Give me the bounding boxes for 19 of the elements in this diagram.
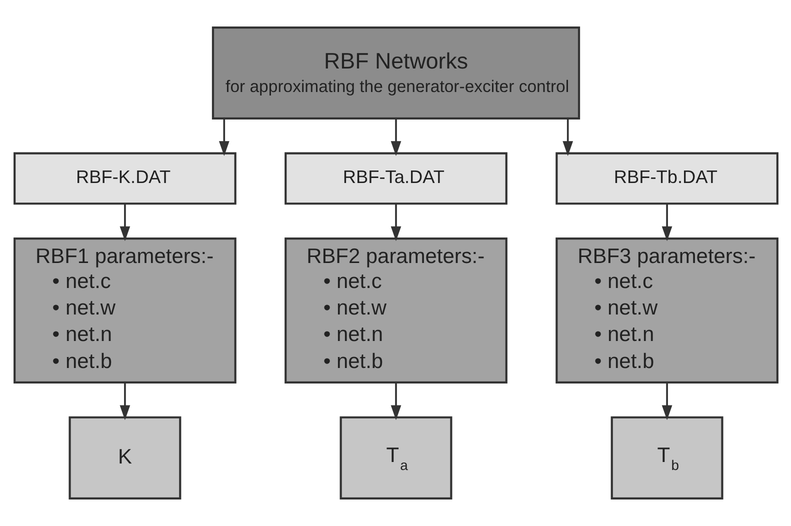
arrow (218, 118, 229, 156)
node-box: RBF2 parameters:- • net.c • net.w • net.n • net.b (284, 238, 507, 384)
arrow (390, 204, 401, 242)
arrow (390, 382, 401, 420)
node-box: RBF1 parameters:- • net.c • net.w • net.n • net.b (13, 238, 236, 384)
arrow (119, 382, 130, 420)
node-box: K (68, 416, 181, 500)
node-box: T$_{a}$ (339, 416, 452, 500)
arrow (661, 204, 672, 242)
arrow (562, 118, 573, 156)
arrow (119, 204, 130, 242)
node-box: RBF-K.DAT (13, 152, 236, 205)
arrow (661, 382, 672, 420)
node-box: RBF Networks for approximating the generator-exciter control (211, 26, 580, 120)
node-box: RBF3 parameters:- • net.c • net.w • net.n • net.b (555, 238, 778, 384)
node-box: RBF-Tb.DAT (555, 152, 778, 205)
arrow (390, 118, 401, 156)
node-box: T$_{b}$ (610, 416, 723, 500)
node-box: RBF-Ta.DAT (284, 152, 507, 205)
